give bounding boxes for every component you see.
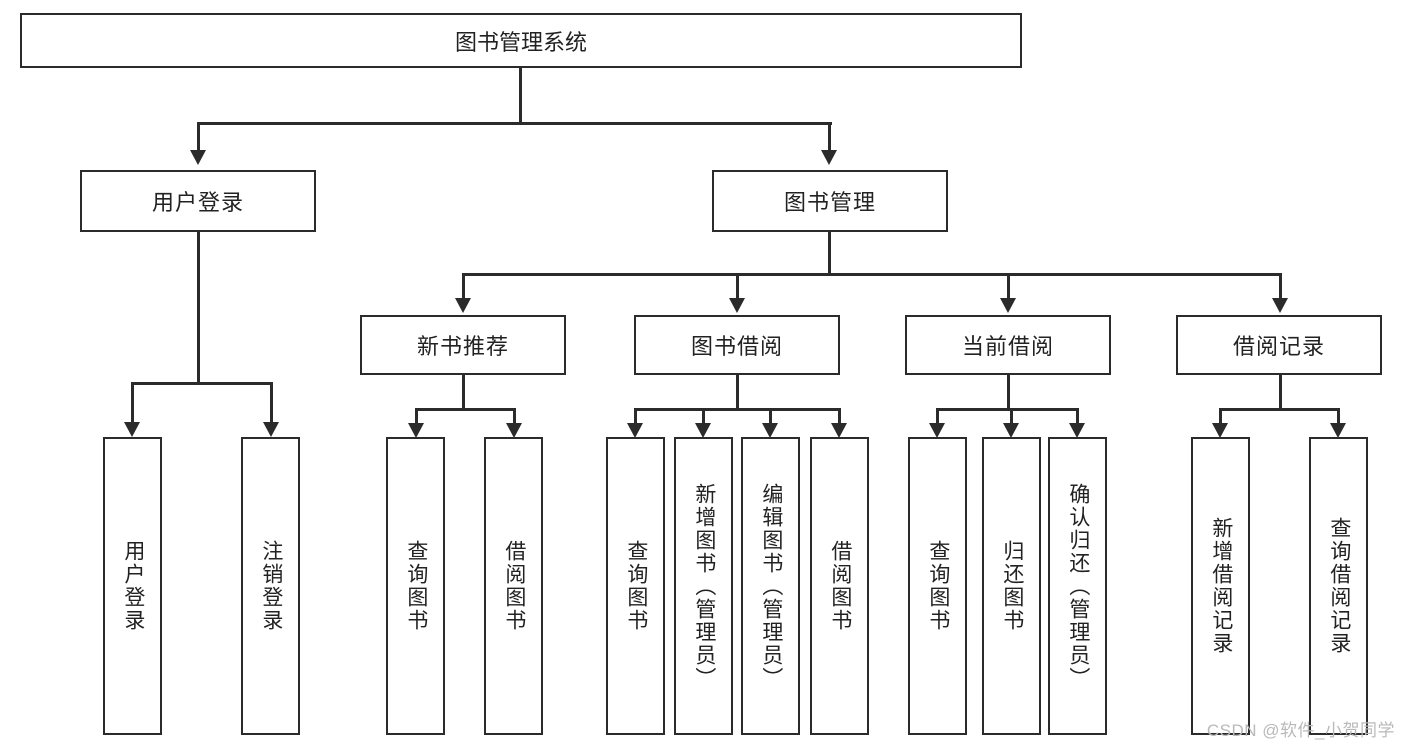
node-label: 用户登录	[151, 190, 244, 215]
node-book-borrow[interactable]: 图书借阅	[634, 315, 840, 375]
connector-new-book-leaf-1	[415, 408, 418, 423]
connector-book-borrow-bus	[634, 408, 841, 411]
node-label: 查询图书	[624, 540, 648, 632]
node-label: 新书推荐	[416, 334, 509, 359]
connector-book-management-bus	[462, 273, 1282, 276]
leaf-current-borrow-return[interactable]: 归还图书	[982, 437, 1041, 735]
arrow-root-to-book-management	[821, 150, 837, 165]
node-label: 编辑图书（管理员）	[759, 482, 783, 690]
node-label: 图书借阅	[690, 334, 783, 359]
connector-bm-to-borrow-record	[1279, 273, 1282, 298]
node-label: 借阅记录	[1232, 334, 1325, 359]
node-label: 查询图书	[404, 540, 428, 632]
connector-user-login-bus	[131, 382, 273, 385]
arrow-book-borrow-leaf-1	[627, 423, 643, 438]
leaf-user-login-logout[interactable]: 注销登录	[241, 437, 300, 735]
arrow-current-borrow-leaf-1	[929, 423, 945, 438]
connector-book-management-stem	[828, 232, 831, 273]
node-label: 图书管理系统	[454, 29, 587, 55]
leaf-book-borrow-edit[interactable]: 编辑图书（管理员）	[741, 437, 800, 735]
node-label: 当前借阅	[961, 334, 1054, 359]
watermark-text: CSDN @软件_小贺同学	[1206, 721, 1395, 740]
node-label: 借阅图书	[502, 540, 526, 632]
connector-borrow-record-leaf-2	[1337, 408, 1340, 423]
leaf-book-borrow-borrow[interactable]: 借阅图书	[810, 437, 869, 735]
connector-borrow-record-bus	[1219, 408, 1340, 411]
connector-user-login-leaf-2	[270, 382, 273, 422]
arrow-root-to-user-login	[190, 150, 206, 165]
leaf-borrow-record-add[interactable]: 新增借阅记录	[1191, 437, 1250, 735]
arrow-current-borrow-leaf-3	[1069, 423, 1085, 438]
node-label: 图书管理	[783, 190, 876, 215]
arrow-bm-to-new-book	[455, 298, 471, 313]
node-label: 归还图书	[1000, 540, 1024, 632]
connector-root-to-user-login	[197, 122, 200, 150]
connector-root-stem	[519, 68, 522, 122]
connector-book-borrow-stem	[736, 375, 739, 408]
node-user-login[interactable]: 用户登录	[80, 170, 316, 232]
connector-new-book-stem	[462, 375, 465, 408]
connector-borrow-record-stem	[1279, 375, 1282, 408]
connector-user-login-stem	[197, 232, 200, 382]
leaf-book-borrow-add[interactable]: 新增图书（管理员）	[674, 437, 733, 735]
node-borrow-record[interactable]: 借阅记录	[1176, 315, 1382, 375]
leaf-current-borrow-confirm-return[interactable]: 确认归还（管理员）	[1048, 437, 1107, 735]
connector-book-borrow-leaf-3	[769, 408, 772, 423]
connector-book-borrow-leaf-1	[634, 408, 637, 423]
connector-current-borrow-stem	[1007, 375, 1010, 408]
connector-bm-to-book-borrow	[736, 273, 739, 298]
arrow-borrow-record-leaf-2	[1330, 423, 1346, 438]
node-book-management[interactable]: 图书管理	[712, 170, 948, 232]
connector-book-borrow-leaf-2	[702, 408, 705, 423]
node-current-borrow[interactable]: 当前借阅	[905, 315, 1111, 375]
arrow-book-borrow-leaf-4	[831, 423, 847, 438]
arrow-borrow-record-leaf-1	[1212, 423, 1228, 438]
arrow-bm-to-borrow-record	[1272, 298, 1288, 313]
arrow-new-book-leaf-1	[408, 423, 424, 438]
connector-borrow-record-leaf-1	[1219, 408, 1222, 423]
node-new-book-recommend[interactable]: 新书推荐	[360, 315, 566, 375]
connector-book-borrow-leaf-4	[838, 408, 841, 423]
arrow-book-borrow-leaf-3	[762, 423, 778, 438]
node-label: 注销登录	[259, 540, 283, 632]
connector-root-to-book-management	[828, 122, 831, 150]
connector-bm-to-current-borrow	[1007, 273, 1010, 298]
node-label: 确认归还（管理员）	[1066, 482, 1090, 690]
node-label: 新增借阅记录	[1209, 517, 1233, 655]
arrow-bm-to-current-borrow	[1000, 298, 1016, 313]
node-label: 用户登录	[121, 540, 145, 632]
arrow-new-book-leaf-2	[506, 423, 522, 438]
arrow-book-borrow-leaf-2	[695, 423, 711, 438]
node-label: 新增图书（管理员）	[692, 482, 716, 690]
leaf-book-borrow-query[interactable]: 查询图书	[606, 437, 665, 735]
connector-current-borrow-leaf-2	[1010, 408, 1013, 423]
leaf-user-login-login[interactable]: 用户登录	[103, 437, 162, 735]
connector-current-borrow-leaf-3	[1076, 408, 1079, 423]
arrow-user-login-leaf-1	[124, 422, 140, 437]
arrow-user-login-leaf-2	[263, 422, 279, 437]
node-label: 查询图书	[926, 540, 950, 632]
node-label: 查询借阅记录	[1327, 517, 1351, 655]
leaf-new-book-borrow[interactable]: 借阅图书	[484, 437, 543, 735]
arrow-bm-to-book-borrow	[729, 298, 745, 313]
connector-root-bus	[197, 122, 832, 125]
connector-new-book-leaf-2	[513, 408, 516, 423]
node-root-book-management-system[interactable]: 图书管理系统	[20, 13, 1022, 68]
connector-current-borrow-bus	[936, 408, 1078, 411]
node-label: 借阅图书	[828, 540, 852, 632]
connector-new-book-bus	[415, 408, 516, 411]
connector-user-login-leaf-1	[131, 382, 134, 422]
leaf-borrow-record-query[interactable]: 查询借阅记录	[1309, 437, 1368, 735]
connector-bm-to-new-book	[462, 273, 465, 298]
connector-current-borrow-leaf-1	[936, 408, 939, 423]
leaf-current-borrow-query[interactable]: 查询图书	[908, 437, 967, 735]
leaf-new-book-query[interactable]: 查询图书	[386, 437, 445, 735]
arrow-current-borrow-leaf-2	[1003, 423, 1019, 438]
